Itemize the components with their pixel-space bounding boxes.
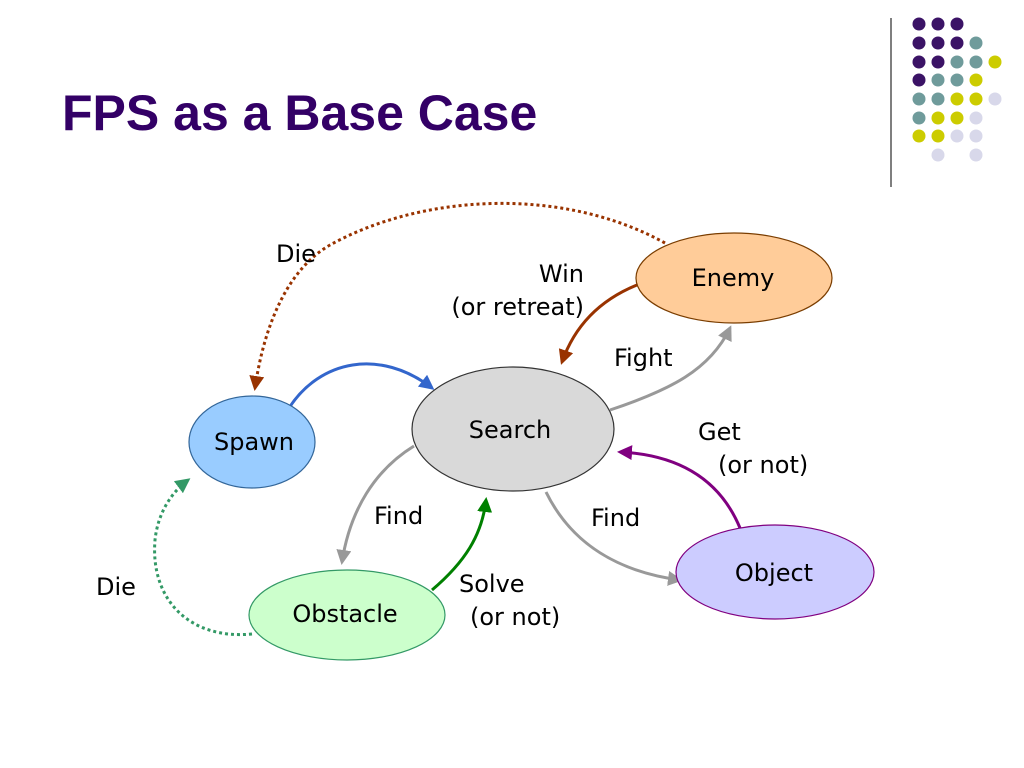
label-search-to-object: Find xyxy=(591,504,640,532)
label-object-to-search-line1: Get xyxy=(698,418,741,446)
label-object-to-search-line2: (or not) xyxy=(718,451,808,479)
node-object: Object xyxy=(675,524,875,620)
edge-enemy-to-search xyxy=(558,283,638,365)
node-obstacle: Obstacle xyxy=(248,569,446,661)
edge-spawn-to-search xyxy=(287,362,435,409)
slide-title: FPS as a Base Case xyxy=(62,85,538,141)
node-obstacle-label: Obstacle xyxy=(292,600,397,628)
node-spawn-label: Spawn xyxy=(214,428,294,456)
node-enemy-label: Enemy xyxy=(692,264,775,292)
label-enemy-to-search-line2: (or retreat) xyxy=(451,293,584,321)
node-spawn: Spawn xyxy=(188,395,316,489)
edge-obstacle-to-spawn xyxy=(153,478,253,637)
edge-search-to-object xyxy=(544,491,683,586)
edge-obstacle-to-search xyxy=(431,497,493,592)
label-enemy-to-spawn: Die xyxy=(276,240,316,268)
node-search-label: Search xyxy=(469,416,551,444)
edge-search-to-enemy xyxy=(609,325,732,412)
label-search-to-enemy: Fight xyxy=(614,344,673,372)
node-object-label: Object xyxy=(735,559,813,587)
node-search: Search xyxy=(411,366,615,492)
label-enemy-to-search-line1: Win xyxy=(539,260,584,288)
edge-object-to-search xyxy=(617,445,742,529)
edge-search-to-obstacle xyxy=(336,444,415,565)
label-obstacle-to-search-line1: Solve xyxy=(459,570,525,598)
label-search-to-obstacle: Find xyxy=(374,502,423,530)
node-enemy: Enemy xyxy=(635,232,833,324)
label-obstacle-to-spawn: Die xyxy=(96,573,136,601)
decorative-dot-grid xyxy=(912,17,1002,162)
label-obstacle-to-search-line2: (or not) xyxy=(470,603,560,631)
